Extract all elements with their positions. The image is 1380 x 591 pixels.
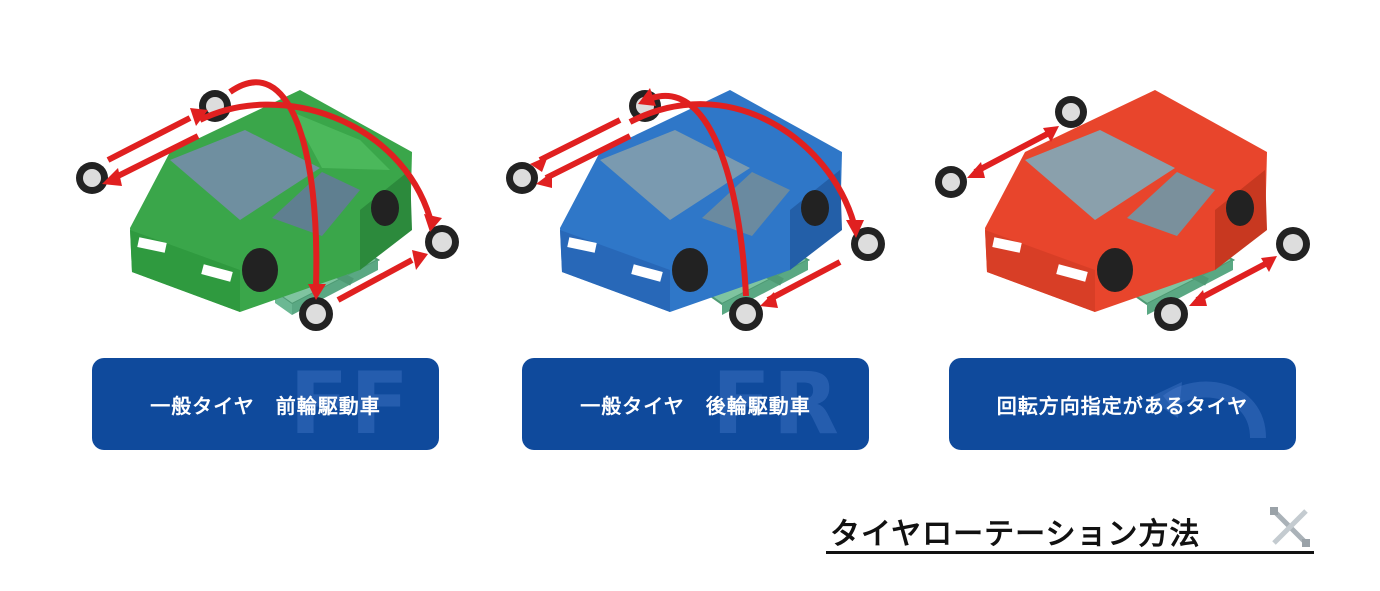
fr-car-diagram — [506, 88, 885, 331]
fr-watermark: FR — [712, 358, 841, 450]
wheel-front-right — [299, 297, 333, 331]
directional-rotation-illustration — [915, 60, 1335, 350]
fr-label-text: 一般タイヤ 後輪駆動車 — [580, 393, 811, 418]
ff-watermark: FF — [289, 358, 411, 450]
red-car — [985, 90, 1267, 312]
title-block: タイヤローテーション方法 — [826, 503, 1314, 555]
blue-car — [560, 90, 842, 312]
page-title: タイヤローテーション方法 — [830, 517, 1201, 552]
green-car — [130, 90, 412, 312]
swap-arrows — [973, 129, 1271, 303]
directional-label-text: 回転方向指定があるタイヤ — [996, 393, 1249, 418]
rotation-arrows — [538, 93, 857, 303]
wheel-rear-right — [425, 225, 459, 259]
directional-label-card: 回転方向指定があるタイヤ — [949, 358, 1296, 450]
wheel-front-left — [935, 166, 967, 198]
ff-label-text: 一般タイヤ 前輪駆動車 — [150, 393, 381, 418]
title-underline — [826, 551, 1314, 554]
wheel-front-left — [76, 162, 108, 194]
ff-rotation-illustration — [60, 60, 480, 350]
directional-car-diagram — [935, 90, 1310, 331]
wheel-rear-left — [1055, 96, 1087, 128]
wheel-rear-right — [851, 227, 885, 261]
lug-wrench-icon — [1270, 507, 1310, 547]
ff-label-card: FF 一般タイヤ 前輪駆動車 — [92, 358, 439, 450]
u-turn-arrow-icon — [1148, 381, 1266, 439]
fr-label-card: FR 一般タイヤ 後輪駆動車 — [522, 358, 869, 450]
wheel-front-right — [729, 297, 763, 331]
wheel-front-right — [1154, 297, 1188, 331]
rotation-arrows — [106, 79, 433, 303]
wheel-front-left — [506, 162, 538, 194]
fr-rotation-illustration — [490, 60, 910, 350]
ff-car-diagram — [76, 79, 459, 331]
wheel-rear-right — [1276, 227, 1310, 261]
